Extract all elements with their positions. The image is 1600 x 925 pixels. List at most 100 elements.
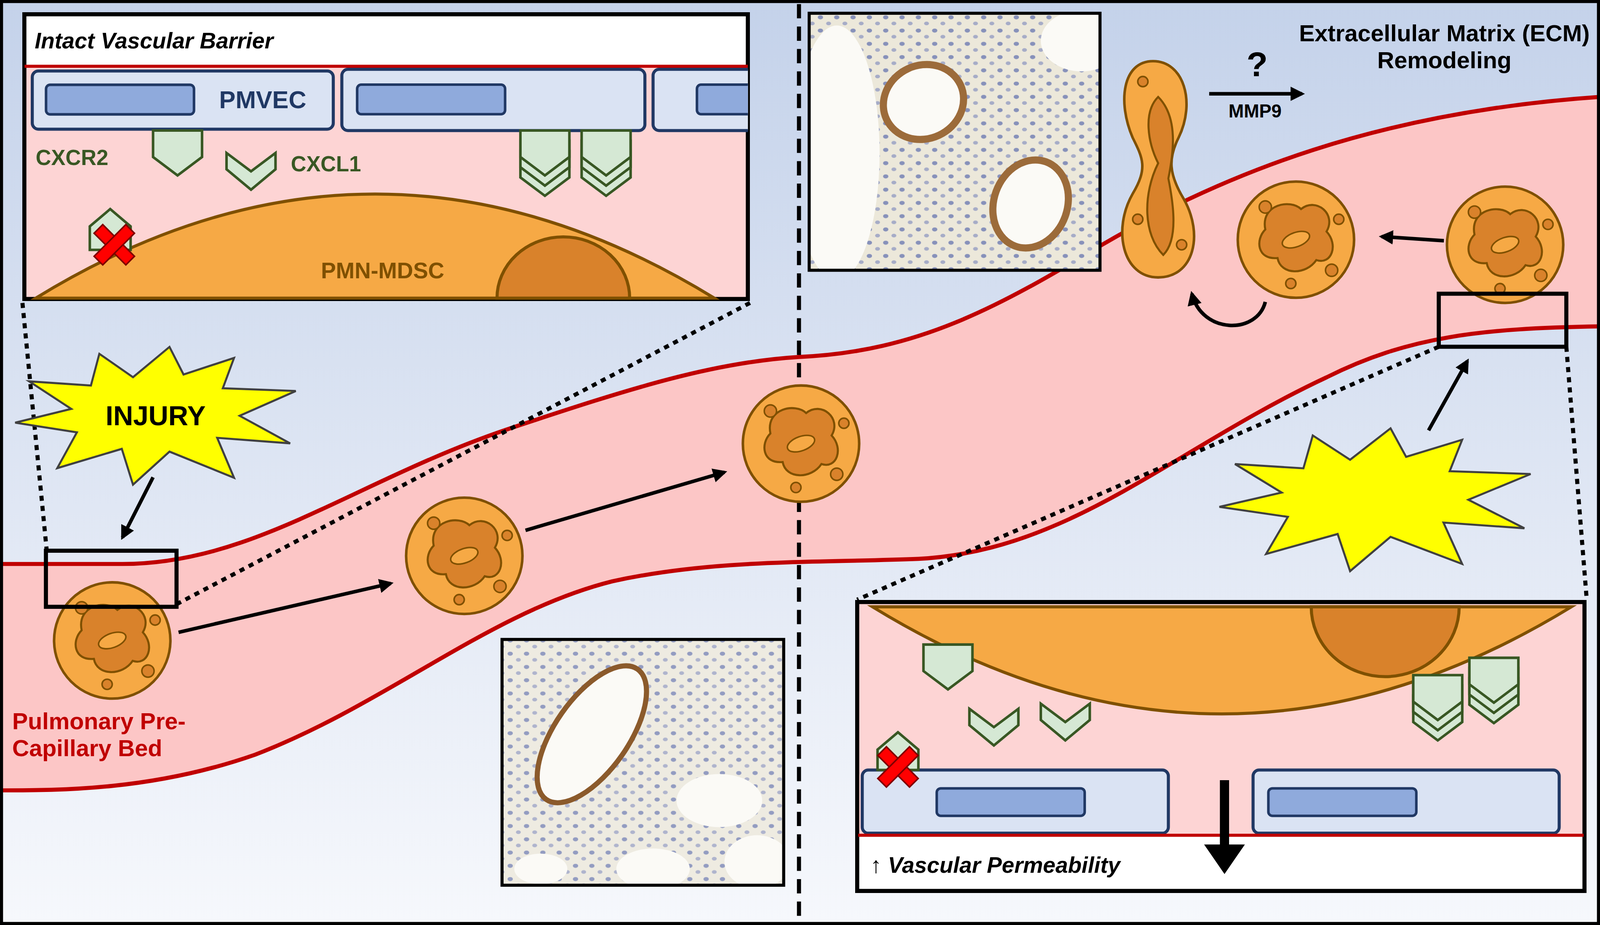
circling-arrow — [1192, 293, 1266, 326]
cell-nucleus — [1147, 96, 1174, 255]
process-label: Extracellular Matrix (ECM) Remodeling — [1293, 14, 1595, 80]
circulating-cell — [1446, 186, 1563, 303]
cell-nucleus — [496, 236, 630, 298]
endothelial-cell — [653, 69, 748, 131]
receptor — [581, 130, 631, 176]
chemokine-label: CXCL1 — [290, 149, 404, 180]
granule — [1132, 214, 1143, 225]
granule — [1176, 239, 1187, 250]
receptor — [581, 150, 631, 196]
cell-membrane — [32, 70, 334, 129]
cell-body — [1122, 61, 1195, 278]
receptor — [581, 140, 631, 186]
cell-membrane — [35, 193, 715, 298]
receptor — [520, 140, 570, 186]
alveolus — [676, 774, 763, 828]
chemokine — [226, 152, 276, 190]
leak-arrow-head — [1204, 844, 1246, 875]
migration-arrow — [525, 472, 725, 531]
node-text: Intact Vascular Barrier — [34, 20, 545, 62]
receptor — [520, 150, 570, 196]
vessel-wall — [858, 833, 1584, 837]
circulating-cell — [742, 385, 859, 502]
stained-vessel — [980, 149, 1081, 259]
node-text: ↑ Vascular Permeability — [870, 845, 1279, 886]
node-text: PMN-MDSC — [270, 253, 495, 288]
injury-burst — [1219, 428, 1531, 571]
migration-arrow — [178, 583, 391, 633]
circulating-cell — [406, 497, 523, 614]
inset-panel: ↑ Vascular Permeability — [855, 600, 1587, 894]
node-text: PMVEC — [199, 77, 327, 123]
vessel-wall — [24, 64, 748, 68]
image-frame — [501, 639, 784, 886]
histology-image — [501, 639, 784, 886]
endothelial-cell — [1253, 770, 1560, 834]
receptor — [1469, 657, 1519, 703]
endothelial-nucleus — [1268, 788, 1416, 816]
zoom-leader — [857, 346, 1439, 600]
zoom-box — [45, 550, 177, 607]
cross-bar — [877, 746, 919, 788]
receptor — [153, 130, 203, 176]
remodeling-arrow — [1209, 92, 1303, 96]
circulating-cell — [53, 582, 171, 699]
endothelial-nucleus — [936, 788, 1085, 816]
myeloid-cell: PMN-MDSC — [35, 192, 715, 299]
stained-vessel — [871, 51, 976, 153]
alveolus — [724, 835, 784, 886]
cross-bar — [93, 224, 135, 265]
endothelial-cell — [341, 69, 646, 131]
endothelial-cell: PMVEC — [30, 69, 335, 131]
zoom-leader — [1566, 346, 1587, 600]
chemokine — [969, 708, 1019, 746]
burst-outline — [15, 346, 296, 485]
enzyme-label: MMP9 — [1204, 98, 1307, 125]
image-frame — [809, 13, 1101, 270]
injury-burst: INJURY — [15, 346, 296, 485]
blocked-mark — [877, 746, 919, 788]
injury-arrow — [1428, 360, 1468, 431]
cell-nucleus — [1311, 606, 1459, 677]
cross-bar — [877, 746, 919, 788]
airway-space — [809, 25, 880, 271]
cross-bar — [93, 224, 135, 265]
endothelial-nucleus — [357, 84, 505, 115]
circulating-cell — [1237, 181, 1355, 298]
endothelial-nucleus — [45, 84, 194, 115]
adherent-cell — [872, 606, 1572, 714]
receptor — [877, 732, 919, 771]
histology-image — [809, 13, 1101, 270]
zoom-box — [1438, 293, 1567, 347]
alveolus — [1040, 13, 1101, 72]
migration-arrow — [1381, 236, 1444, 241]
receptor — [1469, 678, 1519, 724]
receptor — [1469, 668, 1519, 714]
chemokine — [1040, 703, 1090, 741]
receptor-label: CXCR2 — [35, 142, 149, 174]
leak-arrow — [1219, 780, 1230, 849]
endothelial-nucleus — [696, 84, 748, 115]
receptor — [89, 209, 131, 251]
receptor — [1413, 685, 1463, 731]
endothelium — [24, 66, 748, 131]
vessel-label: Pulmonary Pre-Capillary Bed — [12, 701, 263, 768]
zoom-leader — [175, 302, 750, 605]
endothelial-cell — [862, 770, 1169, 834]
receptor — [1413, 695, 1463, 741]
alveolus — [616, 848, 690, 886]
receptor — [923, 644, 973, 690]
blocked-mark — [93, 224, 135, 265]
alveolus — [514, 853, 568, 885]
receptor — [1413, 675, 1463, 721]
injury-arrow — [122, 477, 154, 538]
question-mark: ? — [1236, 42, 1278, 86]
receptor — [520, 130, 570, 176]
transmigrating-cell — [1122, 61, 1195, 278]
stained-vessel — [516, 648, 668, 821]
